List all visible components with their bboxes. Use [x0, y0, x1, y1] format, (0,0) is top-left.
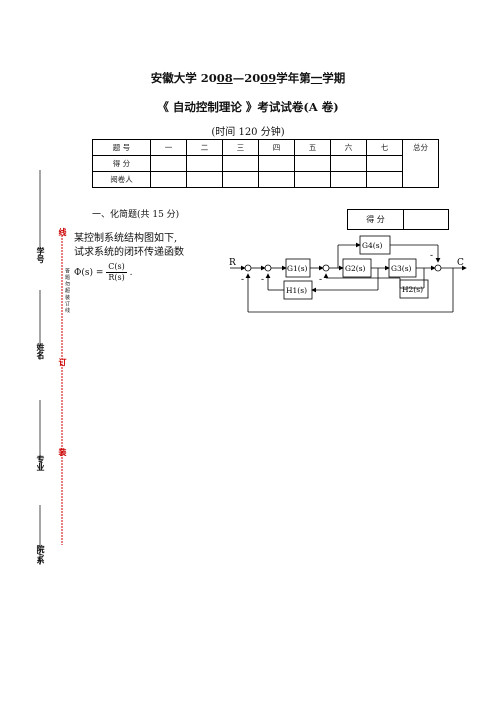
h2-label: H2(s) — [402, 285, 423, 294]
score-cell[interactable] — [150, 155, 187, 172]
major-label: 专业 — [36, 455, 46, 471]
block-g2 — [342, 258, 372, 278]
g4-label: G4(s) — [362, 241, 383, 250]
seal-bind-mark: 订 — [58, 358, 68, 366]
score-row-label: 得 分 — [92, 155, 151, 172]
time-note: (时间 120 分钟) — [211, 127, 285, 138]
fraction-denominator: R(s) — [108, 273, 125, 282]
col-3: 三 — [222, 139, 259, 156]
col-5: 五 — [294, 139, 331, 156]
block-g3 — [388, 258, 417, 278]
sum-junction-1 — [244, 264, 252, 272]
section-title: 一、化简题(共 15 分) — [92, 210, 180, 220]
col-total: 总分 — [402, 139, 439, 188]
block-g4 — [359, 235, 391, 255]
minus-sign-3: - — [319, 275, 322, 285]
transfer-function-formula: Φ(s) = C(s) R(s) . — [74, 262, 133, 283]
term-number: 一 — [310, 71, 323, 85]
grader-row-label: 阅卷人 — [92, 171, 151, 188]
exam-title: 《 自动控制理论 》考试试卷(A 卷) — [157, 100, 339, 114]
score-cell[interactable] — [330, 155, 367, 172]
problem-line-2: 试求系统的闭环传递函数 — [74, 247, 184, 258]
sum-junction-4 — [434, 264, 442, 272]
h1-label: H1(s) — [286, 286, 307, 295]
section-grade-box: 得 分 — [347, 209, 449, 230]
grader-cell[interactable] — [150, 171, 187, 188]
binding-margin: 学号 姓名 专业 院/系 线 订 装 答 题 勿 超 装 订 线 — [0, 150, 70, 580]
output-label: C — [457, 258, 464, 268]
block-h2 — [399, 279, 429, 299]
col-4: 四 — [258, 139, 295, 156]
seal-line-mark: 线 — [58, 228, 68, 236]
term-suffix: 学期 — [322, 71, 346, 85]
grader-row: 阅卷人 — [92, 171, 439, 188]
section-grade-label: 得 分 — [348, 210, 404, 229]
grader-cell[interactable] — [258, 171, 295, 188]
problem-text: 某控制系统结构图如下, 试求系统的闭环传递函数 — [74, 232, 184, 260]
seal-load-mark: 装 — [58, 448, 68, 456]
exam-header: 安徽大学 2008—2009学年第一学期 — [0, 70, 496, 86]
block-h1 — [283, 280, 313, 300]
score-cell[interactable] — [222, 155, 259, 172]
binding-warning: 答 题 勿 超 装 订 线 — [64, 268, 70, 313]
grader-cell[interactable] — [366, 171, 403, 188]
year-end: 09 — [260, 71, 277, 85]
col-7: 七 — [366, 139, 403, 156]
col-2: 二 — [186, 139, 223, 156]
grader-cell[interactable] — [186, 171, 223, 188]
binding-lines — [39, 170, 63, 565]
sum-junction-3 — [322, 264, 330, 272]
score-cell[interactable] — [366, 155, 403, 172]
year-start: 08 — [216, 71, 233, 85]
minus-sign-2: - — [261, 275, 264, 285]
input-label: R — [229, 258, 236, 268]
problem-line-1: 某控制系统结构图如下, — [74, 233, 178, 244]
grader-cell[interactable] — [222, 171, 259, 188]
g1-label: G1(s) — [287, 264, 308, 273]
student-id-label: 学号 — [36, 247, 46, 263]
formula-period: . — [129, 268, 133, 278]
year-separator: —20 — [232, 71, 261, 85]
minus-sign-1: - — [241, 275, 244, 285]
g2-label: G2(s) — [345, 264, 366, 273]
score-cell[interactable] — [186, 155, 223, 172]
score-cell[interactable] — [258, 155, 295, 172]
score-row: 得 分 — [92, 155, 439, 172]
fraction: C(s) R(s) — [106, 262, 127, 283]
department-label: 院/系 — [36, 545, 46, 564]
phi-symbol: Φ(s) = — [74, 268, 107, 278]
block-diagram: R C G1(s) G2(s) G3(s) G4(s) H1(s) H2(s) … — [229, 235, 467, 313]
block-g1 — [285, 258, 311, 278]
g3-label: G3(s) — [391, 264, 412, 273]
sum-junction-2 — [264, 264, 272, 272]
minus-sign-4: - — [430, 251, 433, 261]
fraction-numerator: C(s) — [106, 262, 127, 273]
score-header-row: 题 号 一 二 三 四 五 六 七 总分 — [92, 139, 439, 188]
score-table: 题 号 一 二 三 四 五 六 七 总分 得 分 阅卷人 — [92, 139, 439, 188]
year-suffix: 学年第 — [276, 71, 311, 85]
col-question: 题 号 — [92, 139, 151, 156]
col-1: 一 — [150, 139, 187, 156]
university-name: 安徽大学 20 — [150, 71, 217, 85]
col-6: 六 — [330, 139, 367, 156]
grader-cell[interactable] — [294, 171, 331, 188]
name-label: 姓名 — [36, 343, 46, 359]
grader-cell[interactable] — [330, 171, 367, 188]
score-cell[interactable] — [294, 155, 331, 172]
